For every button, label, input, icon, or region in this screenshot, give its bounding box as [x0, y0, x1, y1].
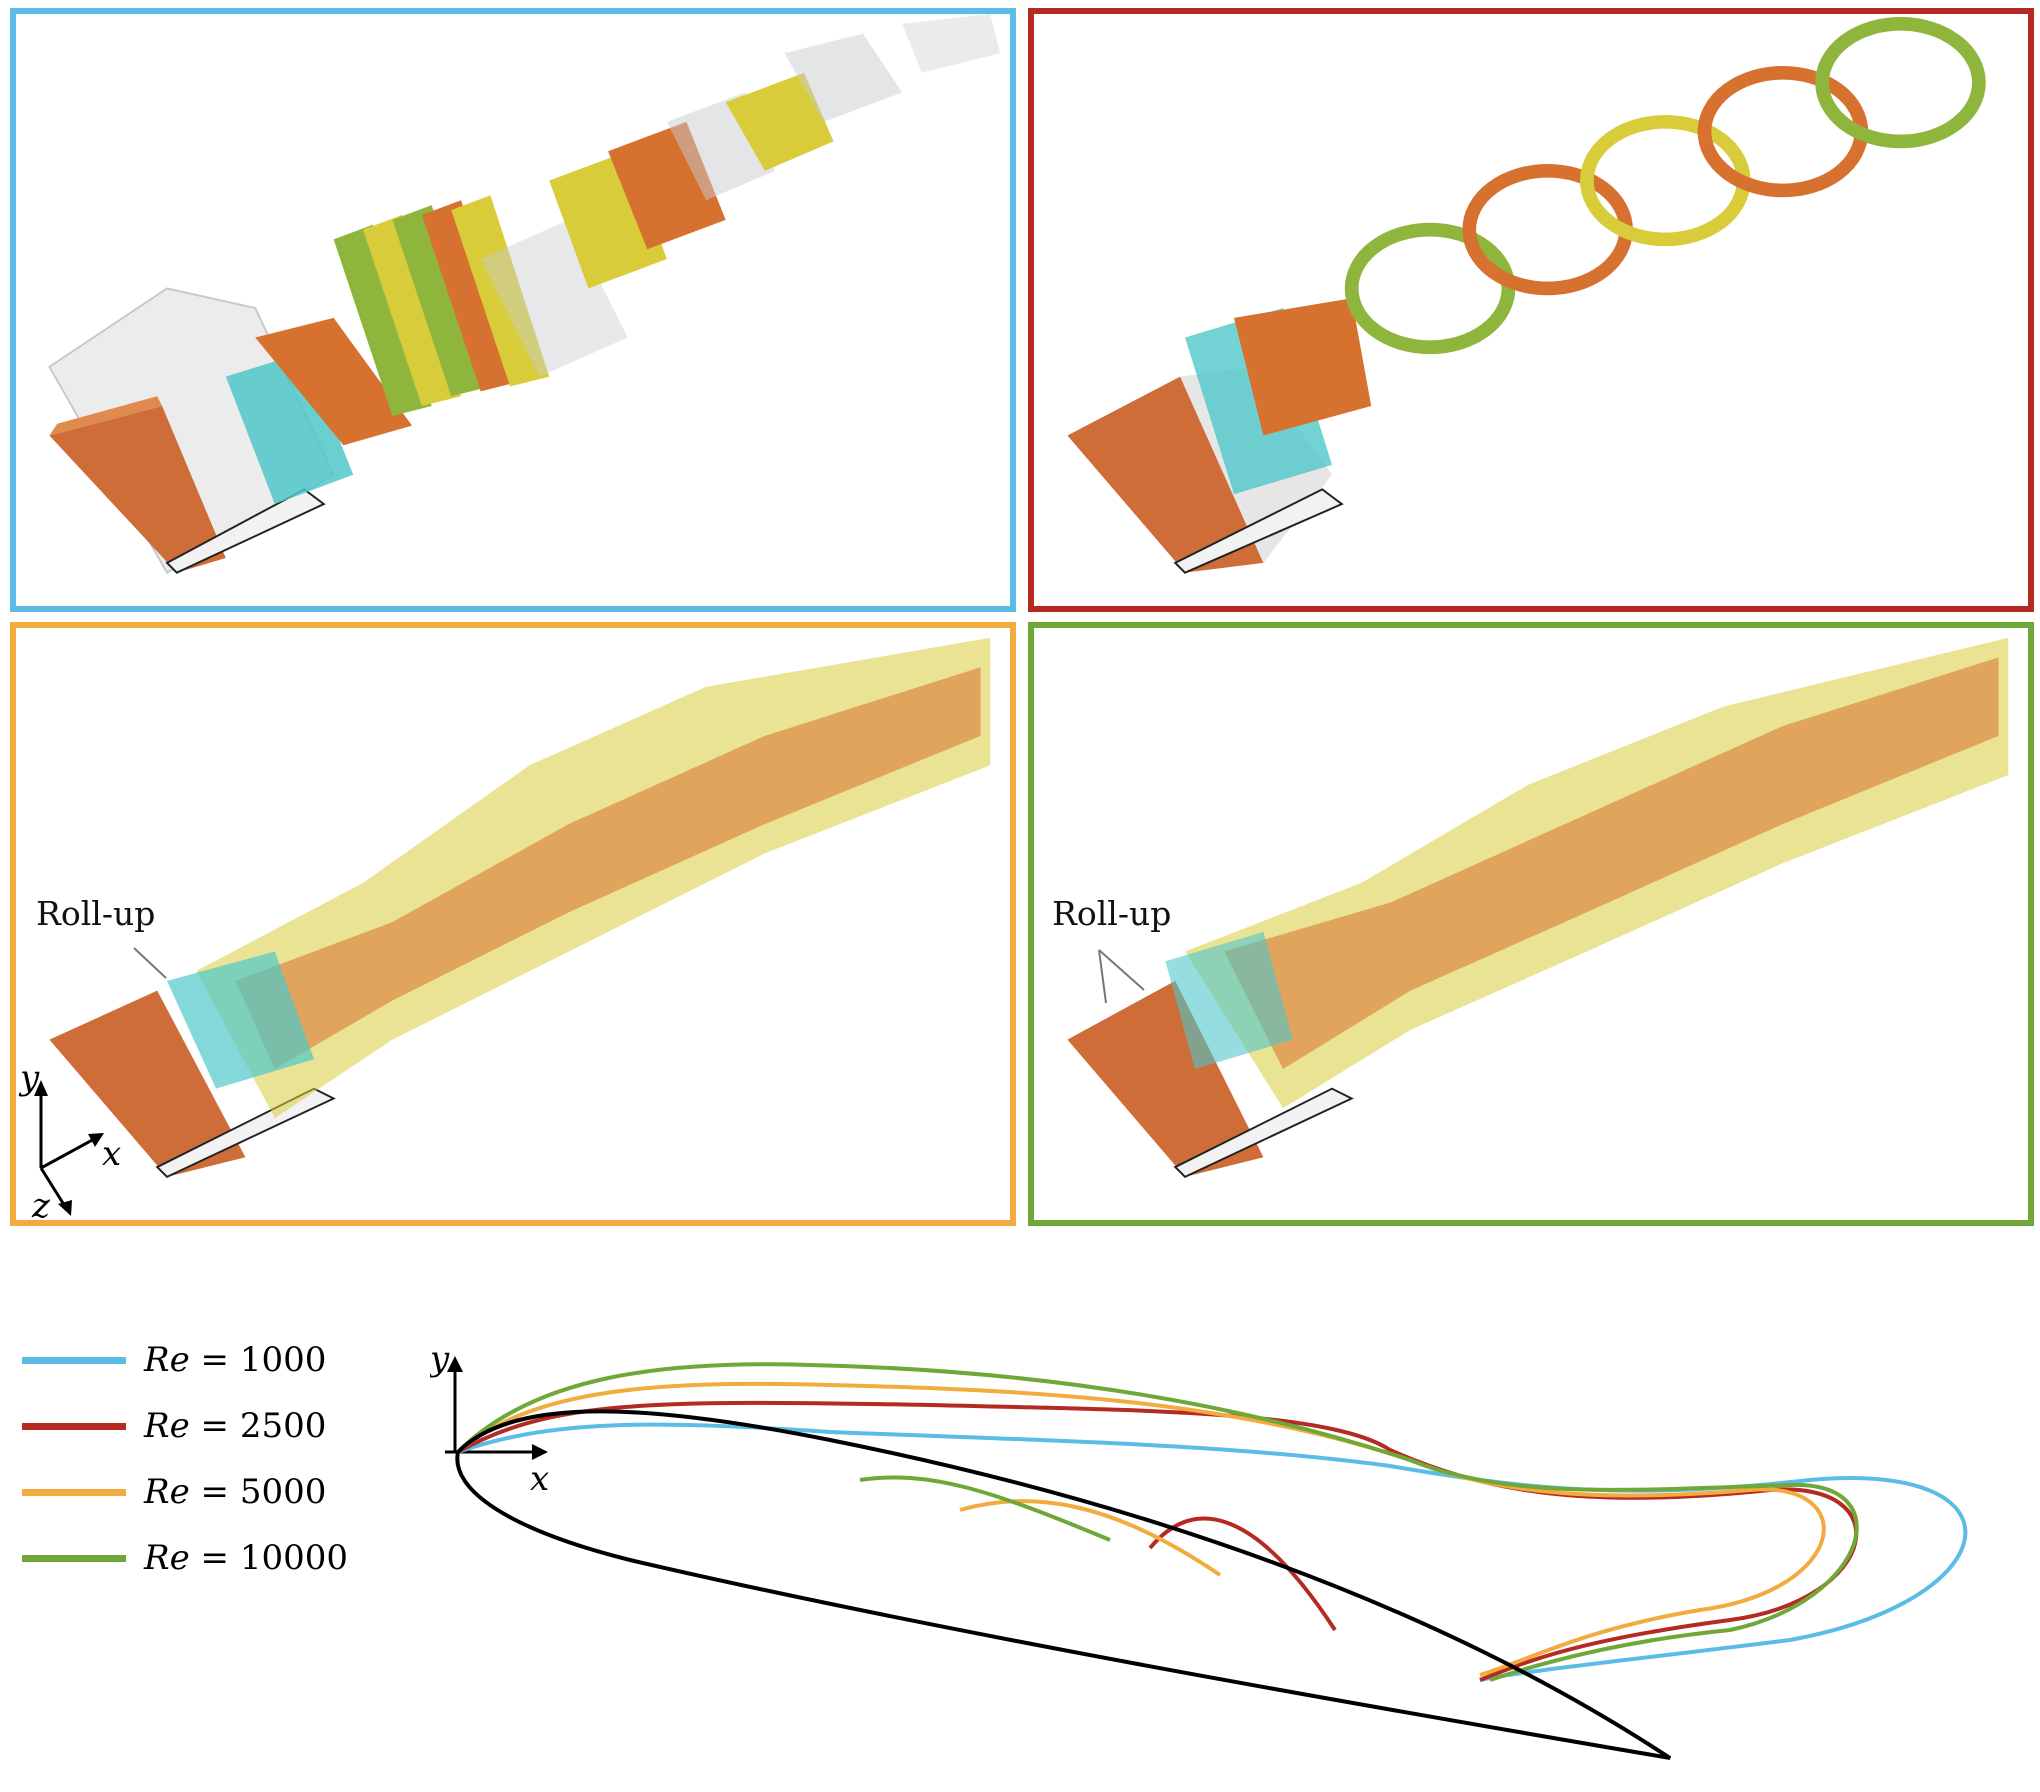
axis-z-label: z [32, 1186, 50, 1226]
vortex-visualization-re-2500 [1067, 16, 1986, 574]
airfoil [49, 396, 326, 574]
separation-bubble-re-10000 [859, 1475, 1111, 1542]
legend-var: Re [144, 1538, 190, 1578]
legend-value: = 1000 [200, 1340, 327, 1380]
legend-line [22, 1357, 126, 1364]
wake-tubes [480, 14, 1001, 377]
hairpin-vortices [1344, 16, 1986, 355]
vortex-visualization-re-5000 [49, 637, 991, 1179]
legend-var: Re [144, 1340, 190, 1380]
profile-x-label: x [530, 1459, 549, 1499]
legend: Re = 1000 Re = 2500 Re = 5000 Re = 10000 [22, 1340, 362, 1610]
rollup-leader [133, 947, 167, 979]
vortex-visualization-re-1000 [48, 14, 1001, 575]
legend-item: Re = 10000 [22, 1538, 362, 1578]
profile-svg: y x [428, 1339, 1968, 1760]
legend-value: = 2500 [200, 1406, 327, 1446]
legend-var: Re [144, 1406, 190, 1446]
turbulent-wake [167, 637, 991, 1119]
axis-x-label: x [102, 1134, 122, 1174]
vortex-visualization-re-10000 [1067, 637, 2009, 1179]
separation-region [225, 352, 354, 505]
spanwise-rollers [255, 195, 550, 446]
panel-re-1000 [10, 8, 1016, 612]
panel-re-10000: Roll-up [1028, 622, 2034, 1226]
legend-value: = 10000 [200, 1538, 349, 1578]
profile-y-label: y [430, 1340, 450, 1379]
legend-line [22, 1555, 126, 1562]
legend-item: Re = 2500 [22, 1406, 362, 1446]
panel-re-2500 [1028, 8, 2034, 612]
rollup-label: Roll-up [1052, 894, 1172, 933]
legend-item: Re = 1000 [22, 1340, 362, 1380]
profile-axes [445, 1356, 548, 1460]
legend-line [22, 1489, 126, 1496]
separation-bubble-re-2500 [1148, 1516, 1337, 1632]
axis-y-label: y [20, 1058, 40, 1098]
rollup-label: Roll-up [36, 894, 156, 933]
rollup-leader [1098, 949, 1145, 1004]
legend-line [22, 1423, 126, 1430]
outline-re-10000 [456, 1362, 1859, 1682]
legend-var: Re [144, 1472, 190, 1512]
airfoil [1067, 980, 1354, 1179]
airfoil-outline [455, 1409, 1672, 1760]
outline-re-1000 [457, 1422, 1968, 1682]
transition-region [1185, 298, 1372, 495]
legend-item: Re = 5000 [22, 1472, 362, 1512]
airfoil-profile-plot: y x [428, 1339, 2030, 1780]
axes3d-arrows [34, 1080, 104, 1216]
panel-re-5000: Roll-up y x z [10, 622, 1016, 1226]
legend-value: = 5000 [200, 1472, 327, 1512]
separation-bubble-re-5000 [959, 1499, 1222, 1577]
turbulent-wake [1165, 637, 2009, 1109]
